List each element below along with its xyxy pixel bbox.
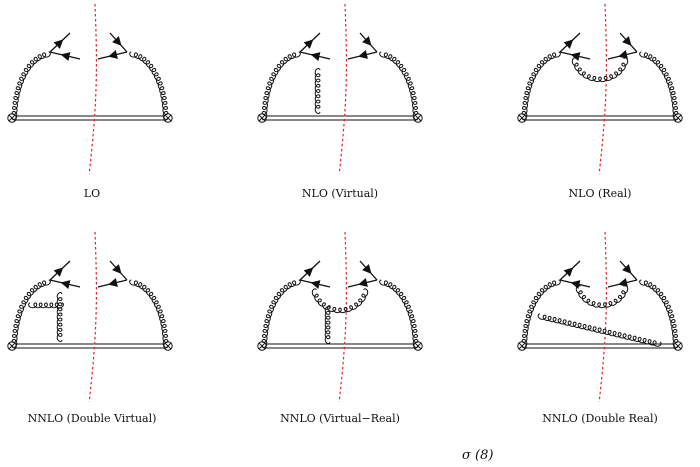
gluon-right [129, 279, 169, 349]
quark-left-up [49, 32, 71, 53]
quark-left-up [559, 32, 581, 53]
gluon-virtual [324, 305, 331, 345]
quark-left-in [49, 51, 81, 61]
gluon-left [11, 279, 51, 349]
quark-right-out [97, 278, 128, 288]
label-nlo-virtual: NLO (Virtual) [301, 187, 379, 200]
cut-line [598, 3, 608, 175]
cut-line [88, 231, 98, 403]
label-nnlo-double-real: NNLO (Double Real) [542, 412, 658, 425]
label-nnlo-double-virtual: NNLO (Double Virtual) [27, 412, 157, 425]
gluon-virtual-v [56, 292, 63, 342]
quark-left-up [49, 260, 71, 281]
quark-left-in [299, 279, 331, 289]
label-nnlo-virtual-real: NNLO (Virtual−Real) [280, 412, 400, 425]
quark-right-down [109, 260, 128, 281]
quark-right-out [347, 50, 378, 60]
gluon-right [639, 51, 679, 121]
gluon-real [311, 288, 369, 314]
gluon-real-diagonal [537, 313, 662, 347]
cut-line [88, 3, 98, 175]
quark-left-in [559, 51, 591, 61]
gluon-real-top [575, 284, 629, 309]
quark-right-down [109, 32, 128, 53]
quark-right-out [97, 50, 128, 60]
quark-left-up [299, 32, 321, 53]
diagram-nnlo-double-real [517, 231, 683, 403]
gluon-virtual [314, 68, 321, 114]
quark-right-down [619, 32, 638, 53]
gluon-left [521, 279, 561, 349]
quark-left-up [559, 260, 581, 281]
gluon-virtual-h [28, 302, 64, 309]
diagram-nnlo-double-virtual [7, 231, 173, 403]
diagram-lo [7, 3, 173, 175]
cut-line [598, 231, 608, 403]
gluon-right [379, 51, 419, 121]
gluon-left [521, 51, 561, 121]
gluon-real [571, 57, 629, 83]
cut-line [338, 3, 348, 175]
quark-right-down [619, 260, 638, 281]
gluon-left [261, 51, 301, 121]
quark-left-in [559, 279, 591, 289]
quark-right-out [607, 50, 638, 60]
quark-left-in [299, 51, 331, 61]
cut-line [338, 231, 348, 403]
quark-left-in [49, 279, 81, 289]
label-nlo-real: NLO (Real) [568, 187, 632, 200]
quark-right-out [607, 278, 638, 288]
gluon-right [379, 279, 419, 349]
diagram-nnlo-virtual-real [257, 231, 423, 403]
quark-right-down [359, 260, 378, 281]
footer-formula: σ (8) [462, 448, 494, 463]
diagram-nlo-virtual [257, 3, 423, 175]
label-lo: LO [83, 187, 101, 200]
gluon-right [129, 51, 169, 121]
gluon-left [11, 51, 51, 121]
gluon-right [639, 279, 679, 349]
gluon-left [261, 279, 301, 349]
quark-left-up [299, 260, 321, 281]
quark-right-out [347, 278, 378, 288]
diagram-nlo-real [517, 3, 683, 175]
quark-right-down [359, 32, 378, 53]
